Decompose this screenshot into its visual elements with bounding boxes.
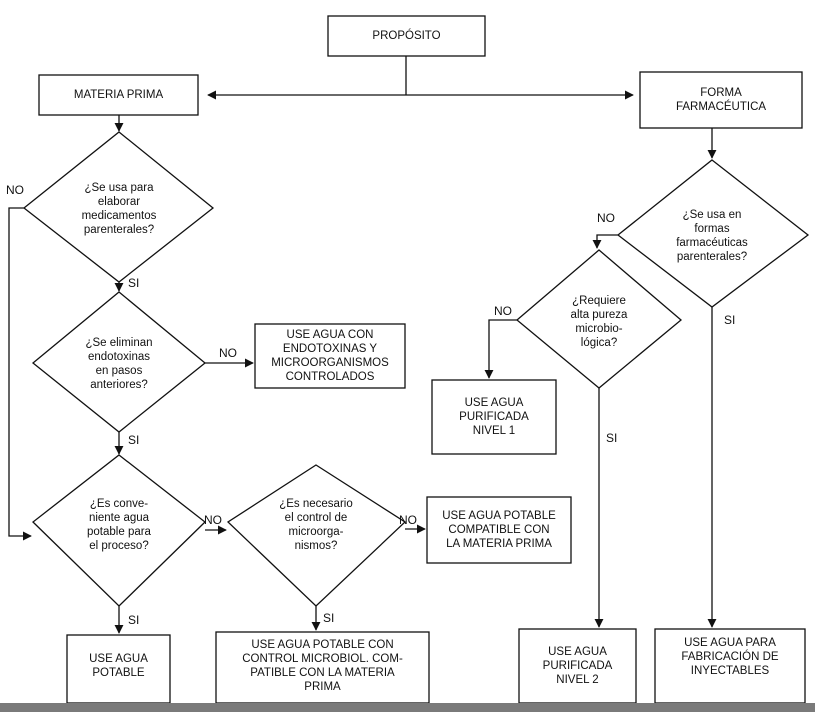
question-endotoxinas: ¿Se eliminan endotoxinas en pasos anteri… — [85, 337, 153, 391]
edge-label-no-control: NO — [399, 513, 417, 527]
edge-label-si-parenterales: SI — [128, 276, 140, 290]
box-forma-farmaceutica — [639, 71, 803, 129]
edge-label-si-formas: SI — [724, 313, 736, 327]
edge-label-no-formas: NO — [597, 211, 615, 225]
edge-label-no-parenterales: NO — [6, 183, 24, 197]
edge-label-si-pureza: SI — [606, 431, 618, 445]
question-conveniente: ¿Es conve- niente agua potable para el p… — [87, 498, 151, 552]
edge-label-si-endotoxinas: SI — [128, 433, 140, 447]
result-potable-control: USE AGUA POTABLE CON CONTROL MICROBIOL. … — [242, 639, 403, 693]
edge-label-no-pureza: NO — [494, 304, 512, 318]
proposito-label: PROPÓSITO — [372, 30, 441, 42]
result-purificada-nivel1: USE AGUA PURIFICADA NIVEL 1 — [459, 397, 529, 437]
result-potable-compatible: USE AGUA POTABLE COMPATIBLE CON LA MATER… — [442, 510, 556, 550]
result-agua-potable: USE AGUA POTABLE — [89, 653, 148, 679]
edge-label-no-conveniente: NO — [204, 513, 222, 527]
box-use-agua-endotoxinas — [254, 323, 406, 389]
box-use-agua-potable-compatible — [426, 496, 572, 564]
edge-label-si-control: SI — [323, 611, 335, 625]
edge-label-no-endotoxinas: NO — [219, 346, 237, 360]
question-control: ¿Es necesario el control de microorga- n… — [279, 498, 353, 552]
result-endotoxinas: USE AGUA CON ENDOTOXINAS Y MICROORGANISM… — [271, 329, 389, 383]
box-use-agua-purificada-nivel1 — [431, 379, 557, 455]
result-inyectables: USE AGUA PARA FABRICACIÓN DE INYECTABLES — [681, 637, 779, 677]
materia-prima-label: MATERIA PRIMA — [73, 89, 164, 101]
question-formas: ¿Se usa en formas farmacéuticas parenter… — [676, 209, 748, 263]
question-parenterales-mp: ¿Se usa para elaborar medicamentos paren… — [81, 182, 157, 236]
result-purificada-nivel2: USE AGUA PURIFICADA NIVEL 2 — [542, 646, 613, 686]
forma-farmaceutica-label: FORMA FARMACÉUTICA — [675, 87, 767, 113]
bottom-scan-bar — [0, 703, 815, 712]
question-pureza: ¿Requiere alta pureza microbio- lógica? — [570, 295, 628, 349]
edge-label-si-conveniente: SI — [128, 613, 140, 627]
